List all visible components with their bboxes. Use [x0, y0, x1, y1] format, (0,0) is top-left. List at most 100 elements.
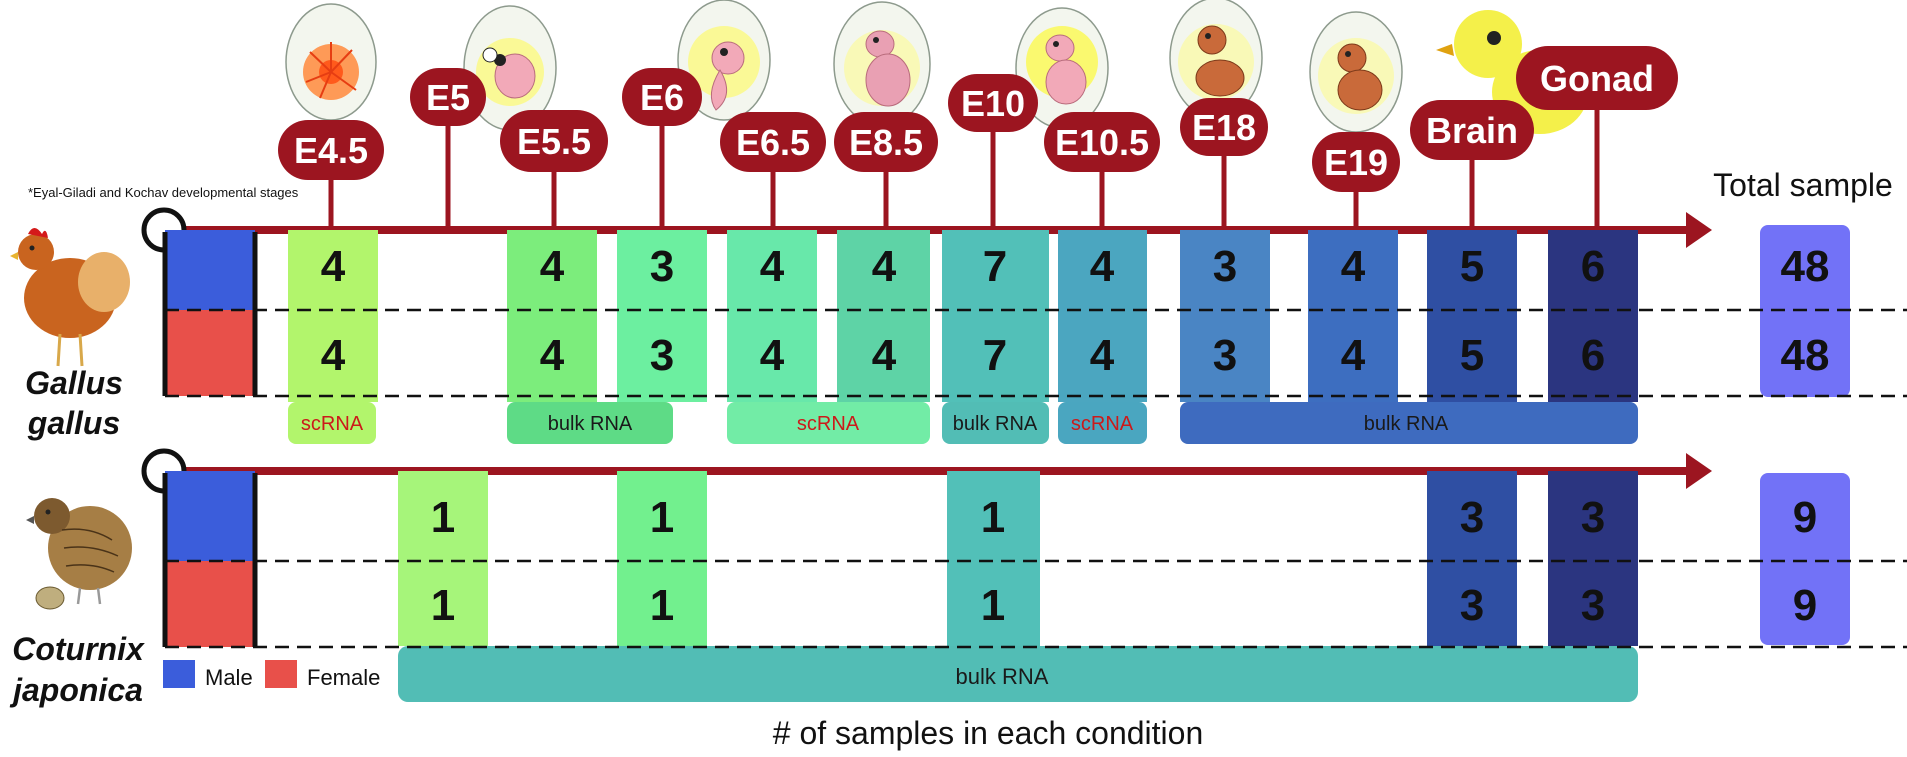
- species-genus: Gallus: [25, 365, 123, 401]
- female-total: 48: [1781, 331, 1830, 380]
- male-count: 4: [1090, 242, 1115, 291]
- assay-label: scRNA: [301, 413, 364, 435]
- count-column-e4-5: 4 4: [288, 230, 378, 402]
- total-sample-header: Total sample: [1713, 167, 1893, 203]
- male-count: 3: [1213, 242, 1237, 291]
- male-count: 1: [650, 493, 674, 542]
- stage-badge-e5-5: E5.5: [500, 110, 608, 230]
- species-epithet: japonica: [9, 672, 143, 708]
- counts-chicken: 4 4 4 4 3 3 4 4 4 4 7 7 4: [288, 225, 1850, 402]
- legend-male-label: Male: [205, 665, 253, 690]
- sex-indicator-quail: [162, 471, 258, 647]
- count-column-e10: 7 7: [942, 230, 1049, 402]
- female-count: 3: [650, 331, 674, 380]
- legend-female-swatch: [265, 660, 297, 688]
- stage-badge-brain: Brain: [1410, 100, 1534, 230]
- stage-badge-e10-5: E10.5: [1044, 112, 1160, 230]
- male-total: 9: [1793, 493, 1817, 542]
- stage-label: E5: [426, 77, 470, 118]
- chicken-embryo-icon: [1015, 7, 1109, 129]
- stage-label: Gonad: [1540, 58, 1654, 99]
- stage-badge-e5: E5: [410, 68, 486, 230]
- stage-label: E10.5: [1055, 122, 1149, 163]
- count-column-e8-5: 4 4: [837, 230, 930, 402]
- stage-badge-gonad: Gonad: [1516, 46, 1678, 230]
- chicken-embryo-icon: [1309, 11, 1403, 133]
- female-count: 3: [1213, 331, 1237, 380]
- male-count: 5: [1460, 242, 1484, 291]
- stage-label: E19: [1324, 142, 1388, 183]
- count-column-e5-5: 4 4: [507, 230, 597, 402]
- species-epithet: gallus: [27, 405, 120, 441]
- total-column-quail: 9 9: [1760, 473, 1850, 645]
- female-count: 4: [321, 331, 346, 380]
- count-column-e19: 4 4: [1308, 230, 1398, 402]
- male-count: 4: [872, 242, 897, 291]
- male-total: 48: [1781, 242, 1830, 291]
- count-column-gonad: 6 6: [1548, 230, 1638, 402]
- assay-label: bulk RNA: [956, 664, 1049, 689]
- stage-label: E5.5: [517, 121, 591, 162]
- count-column-gonad: 3 3: [1548, 471, 1638, 646]
- male-count: 1: [981, 493, 1005, 542]
- chicken-embryo-icon: [833, 1, 931, 127]
- stage-badge-e19: E19: [1312, 132, 1400, 230]
- footnote: *Eyal-Giladi and Kochav developmental st…: [28, 185, 299, 200]
- assay-label: bulk RNA: [1364, 413, 1449, 435]
- hen-icon: [10, 228, 130, 367]
- female-count: 3: [1581, 581, 1605, 630]
- male-count: 4: [760, 242, 785, 291]
- assay-band: bulk RNA: [942, 402, 1049, 444]
- assay-bands-quail: bulk RNA: [398, 646, 1638, 702]
- assay-band: scRNA: [727, 402, 930, 444]
- embryo-illustrations: [285, 0, 1588, 134]
- assay-label: scRNA: [797, 413, 860, 435]
- female-count: 4: [1090, 331, 1115, 380]
- male-count: 4: [1341, 242, 1366, 291]
- female-count: 4: [1341, 331, 1366, 380]
- stage-label: E6.5: [736, 122, 810, 163]
- species-genus: Coturnix: [12, 631, 145, 667]
- stage-label: E8.5: [849, 122, 923, 163]
- quail-icon: [26, 498, 132, 610]
- female-count: 4: [760, 331, 785, 380]
- male-count: 3: [650, 242, 674, 291]
- legend-female-label: Female: [307, 665, 380, 690]
- male-count: 3: [1581, 493, 1605, 542]
- male-count: 4: [540, 242, 565, 291]
- stage-badge-e10: E10: [948, 74, 1038, 230]
- assay-band: bulk RNA: [1180, 402, 1638, 444]
- female-total: 9: [1793, 581, 1817, 630]
- female-count: 4: [872, 331, 897, 380]
- count-column-e10-5: 4 4: [1058, 230, 1147, 402]
- row-separators: [165, 308, 1907, 649]
- stage-badge-e8-5: E8.5: [834, 112, 938, 230]
- assay-label: bulk RNA: [953, 413, 1038, 435]
- assay-band: scRNA: [1058, 402, 1147, 444]
- chicken-embryo-icon: [677, 0, 771, 121]
- assay-band: scRNA: [288, 402, 376, 444]
- caption: # of samples in each condition: [773, 715, 1203, 751]
- chicken-embryo-icon: [1169, 0, 1263, 119]
- stage-badge-e4-5: E4.5: [278, 120, 384, 230]
- female-count: 1: [981, 581, 1005, 630]
- stage-badge-e18: E18: [1180, 98, 1268, 230]
- assay-band: bulk RNA: [507, 402, 673, 444]
- stage-label: E10: [961, 83, 1025, 124]
- assay-label: bulk RNA: [548, 413, 633, 435]
- counts-quail: 1 1 1 1 1 1 3 3 3 3 9 9: [398, 471, 1850, 646]
- legend-male-swatch: [163, 660, 195, 688]
- count-column-brain: 3 3: [1427, 471, 1517, 646]
- stage-label: Brain: [1426, 110, 1518, 151]
- stage-label: E6: [640, 77, 684, 118]
- count-column-e6: 3 3: [617, 230, 707, 402]
- stage-badge-e6: E6: [622, 68, 702, 230]
- assay-bands-chicken: scRNA bulk RNA scRNA bulk RNA scRNA bulk…: [288, 402, 1638, 444]
- female-count: 1: [650, 581, 674, 630]
- sex-indicator-chicken: [162, 230, 258, 396]
- stage-label: E18: [1192, 107, 1256, 148]
- stage-badges: E4.5 E5 E5.5 E6 E6.5 E8.5: [278, 46, 1678, 230]
- assay-label: scRNA: [1071, 413, 1134, 435]
